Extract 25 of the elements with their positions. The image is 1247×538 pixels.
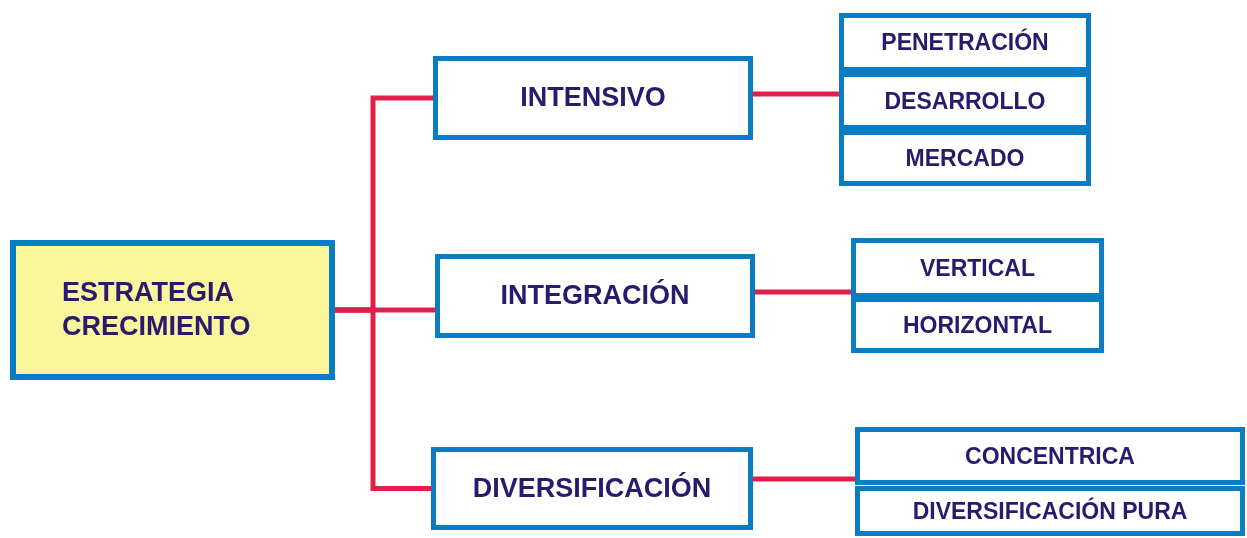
category-box bbox=[433, 56, 753, 140]
box-label: CONCENTRICA bbox=[965, 441, 1135, 471]
connector-line bbox=[753, 476, 855, 482]
box-label: HORIZONTAL bbox=[902, 310, 1053, 340]
box-label: VERTICAL bbox=[920, 253, 1035, 283]
category-box bbox=[855, 427, 1245, 485]
category-box bbox=[839, 130, 1091, 186]
category-box bbox=[851, 238, 1104, 298]
root-box bbox=[10, 240, 335, 380]
category-box bbox=[431, 447, 753, 530]
category-box bbox=[855, 486, 1245, 536]
box-label: MERCADO bbox=[905, 143, 1025, 173]
connector-line bbox=[755, 289, 851, 295]
connector-line bbox=[335, 307, 431, 491]
box-label: INTENSIVO bbox=[520, 81, 666, 115]
box-label: PENETRACIÓN bbox=[881, 28, 1049, 57]
box-label: INTEGRACIÓN bbox=[500, 279, 690, 313]
box-label: ESTRATEGIA CRECIMIENTO bbox=[62, 276, 252, 343]
box-label: DIVERSIFICACIÓN bbox=[472, 471, 712, 505]
box-label: DESARROLLO bbox=[884, 86, 1046, 116]
category-box bbox=[851, 297, 1104, 353]
category-box bbox=[435, 254, 755, 338]
category-box bbox=[839, 13, 1091, 72]
connector-line bbox=[753, 91, 839, 97]
box-label: DIVERSIFICACIÓN PURA bbox=[912, 496, 1188, 526]
